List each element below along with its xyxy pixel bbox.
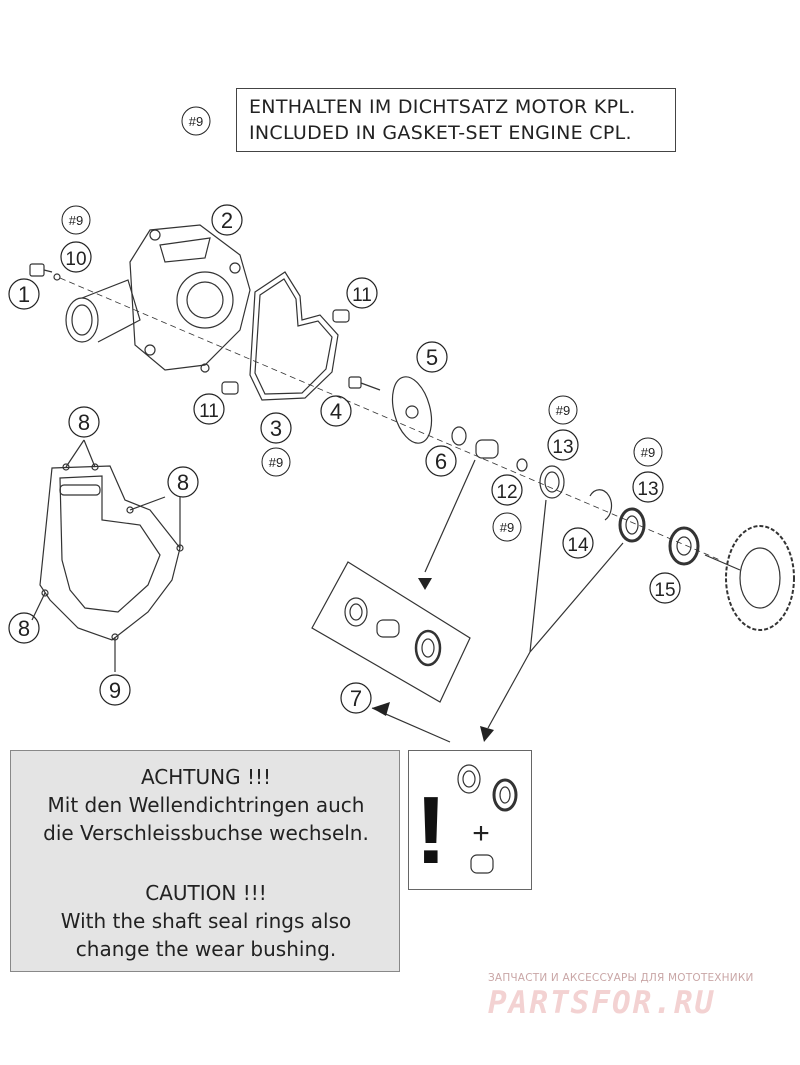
caution-text-de-2: die Verschleissbuchse wechseln. [43, 821, 369, 845]
callout-2-label: 2 [221, 208, 233, 233]
bearing-part-15 [668, 526, 700, 566]
shaft-seal-ring-part-13-a [539, 465, 565, 499]
ref9-part-13-b: #9 [633, 437, 663, 467]
dowel-sleeve-part-11-top [332, 309, 350, 323]
screw-part-1 [29, 263, 61, 281]
callout-9: 9 [99, 674, 131, 706]
ref9-part-13-a-label: #9 [556, 403, 570, 418]
ref9-legend: #9 [181, 106, 211, 136]
ref9-part-13-a: #9 [548, 395, 578, 425]
caution-text-en-1: With the shaft seal rings also [60, 909, 352, 933]
callout-8-top: 8 [68, 406, 100, 438]
callout-3-label: 3 [270, 416, 282, 441]
caution-notice: ACHTUNG !!! Mit den Wellendichtringen au… [10, 750, 400, 972]
legend-german: ENTHALTEN IM DICHTSATZ MOTOR KPL. [249, 96, 636, 118]
callout-8-right-label: 8 [177, 470, 189, 495]
callout-4: 4 [320, 395, 352, 427]
callout-7: 7 [340, 682, 372, 714]
axis-centerline [59, 277, 721, 561]
callout-9-label: 9 [109, 678, 121, 703]
callout-10: 10 [60, 241, 92, 273]
ref9-part-13-b-label: #9 [641, 445, 655, 460]
wear-bushing [475, 439, 499, 459]
callout-11-top: 11 [346, 277, 378, 309]
shaft-seal-icon [492, 778, 518, 812]
callout-8-top-label: 8 [78, 410, 90, 435]
arrowheads [372, 578, 494, 742]
caution-text-de-1: Mit den Wellendichtringen auch [47, 793, 365, 817]
callout-10-label: 10 [65, 249, 86, 270]
caution-title-en: CAUTION !!! [145, 881, 267, 905]
callout-15: 15 [649, 572, 681, 604]
circlip-part-14 [589, 489, 613, 521]
caution-title-de: ACHTUNG !!! [140, 765, 272, 789]
callout-13-b-label: 13 [637, 479, 658, 500]
callout-11-bottom-label: 11 [199, 401, 219, 422]
gasket-set-legend: ENTHALTEN IM DICHTSATZ MOTOR KPL. INCLUD… [236, 88, 676, 152]
o-ring-part-12 [516, 458, 528, 472]
caution-text-en-2: change the wear bushing. [75, 937, 337, 961]
ref9-part-12: #9 [492, 512, 522, 542]
ref9-part-10-label: #9 [69, 213, 83, 228]
callout-14-label: 14 [567, 535, 589, 556]
callout-8-left-label: 8 [18, 616, 30, 641]
ref9-part-10: #9 [61, 205, 91, 235]
legend-english: INCLUDED IN GASKET-SET ENGINE CPL. [249, 122, 632, 144]
replace-parts-icon-box: ! + [408, 750, 532, 890]
gasket-outline-part-9 [31, 439, 184, 672]
callout-3: 3 [260, 412, 292, 444]
plus-icon: + [472, 817, 490, 850]
washer-part-6 [451, 426, 467, 446]
callout-12-label: 12 [496, 482, 517, 503]
callout-11-top-label: 11 [352, 285, 372, 306]
callout-12: 12 [491, 474, 523, 506]
callout-13-a: 13 [547, 429, 579, 461]
callout-5-label: 5 [426, 345, 438, 370]
callout-11-bottom: 11 [193, 393, 225, 425]
shaft-seal-ring-part-13-b [618, 507, 646, 543]
water-pump-cover-part-2 [65, 224, 251, 373]
callout-7-label: 7 [350, 686, 362, 711]
exclamation-icon: ! [415, 777, 447, 884]
watermark-tagline: ЗАПЧАСТИ И АКСЕССУАРЫ ДЛЯ МОТОТЕХНИКИ [488, 972, 754, 984]
callout-2: 2 [211, 204, 243, 236]
callout-15-label: 15 [654, 580, 675, 601]
ref9-part-12-label: #9 [500, 520, 514, 535]
callout-13-a-label: 13 [552, 437, 573, 458]
gasket-part-3 [249, 271, 339, 401]
pump-shaft-gear [704, 525, 795, 631]
callout-6: 6 [425, 445, 457, 477]
ref9-part-3-label: #9 [269, 455, 283, 470]
callout-13-b: 13 [632, 471, 664, 503]
callout-8-right: 8 [167, 466, 199, 498]
callout-1: 1 [8, 278, 40, 310]
callout-8-left: 8 [8, 612, 40, 644]
replace-parts-illustration: ! + [415, 764, 518, 884]
screw-part-4 [348, 376, 381, 391]
callout-1-label: 1 [18, 282, 30, 307]
kit-box-part-7 [311, 561, 471, 703]
ref9-legend-label: #9 [189, 114, 203, 129]
watermark-logo: PARTSFOR.RU [488, 985, 716, 1021]
callout-14: 14 [562, 527, 594, 559]
callout-6-label: 6 [435, 449, 447, 474]
ref9-part-3: #9 [261, 447, 291, 477]
callout-5: 5 [416, 341, 448, 373]
wear-bushing-icon [470, 854, 494, 874]
callout-4-label: 4 [330, 399, 342, 424]
impeller-part-5 [391, 376, 433, 444]
dowel-sleeve-part-11-bottom [221, 381, 239, 395]
seal-ring-icon [457, 764, 481, 794]
